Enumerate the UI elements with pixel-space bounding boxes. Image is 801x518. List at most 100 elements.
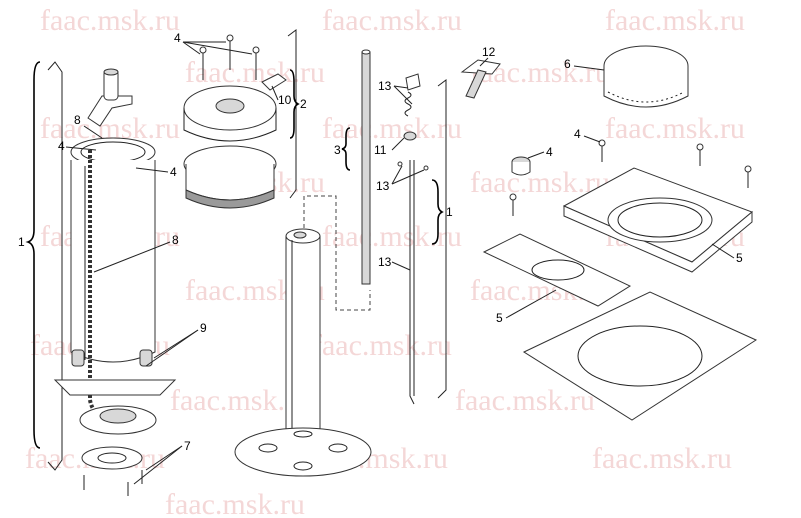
base-plate-cutout	[531, 259, 585, 281]
watermark: faac.msk.ru	[605, 4, 745, 37]
key-shaft	[465, 69, 487, 99]
leader-line	[133, 445, 183, 485]
watermark: faac.msk.ru	[455, 384, 595, 417]
stud-left	[71, 349, 85, 367]
centre-post-assembly	[234, 49, 447, 477]
brace-3	[341, 127, 351, 171]
head-lower-band	[185, 189, 275, 209]
pin	[423, 165, 429, 171]
head-top-disc-rim	[183, 108, 277, 142]
bolt-head	[744, 165, 752, 173]
spring-washer	[403, 131, 417, 141]
leader-line	[145, 445, 183, 471]
spring	[404, 91, 412, 117]
callout-4: 4	[546, 145, 553, 159]
base-housing-side	[563, 205, 753, 273]
cover-ring-side	[603, 66, 689, 108]
right-base-assembly	[460, 45, 758, 421]
watermark: faac.msk.ru	[322, 220, 462, 253]
base-housing-opening-inner	[617, 202, 703, 238]
pin	[397, 161, 403, 167]
callout-4: 4	[58, 139, 65, 153]
bolt-head	[509, 193, 517, 201]
leader-lines	[65, 41, 735, 485]
base-plate	[482, 233, 632, 307]
callout-labels: 1 1 2 3 4 4 4 4 4 5 5 6 7 8 8 9 10 11 12…	[18, 31, 743, 453]
rod	[361, 51, 371, 285]
screw-head	[226, 34, 234, 42]
callout-4: 4	[174, 31, 181, 45]
clip	[261, 73, 287, 91]
callout-11: 11	[374, 143, 387, 157]
break-line	[47, 61, 63, 471]
post-base-hole	[258, 443, 278, 453]
break-line	[287, 29, 297, 199]
base-gasket-inner	[97, 452, 127, 464]
top-bracket	[87, 95, 133, 127]
spring-rod	[409, 160, 415, 405]
base-flange-hole	[99, 408, 137, 424]
callout-13: 13	[378, 255, 392, 269]
leader-line	[135, 167, 169, 173]
callout-4: 4	[574, 127, 581, 141]
head-top-disc-center	[215, 98, 245, 114]
top-bracket-knob-cap	[103, 68, 119, 76]
screw-head	[252, 46, 260, 54]
bottom-plate	[53, 379, 177, 396]
base-housing-opening	[607, 197, 713, 243]
small-cap-body	[511, 162, 531, 176]
leader-line	[145, 329, 199, 367]
leader-line	[391, 137, 405, 151]
leader-line	[391, 169, 425, 185]
leader-line	[393, 85, 413, 105]
leader-line	[182, 41, 201, 55]
callout-5: 5	[736, 251, 743, 265]
bolt-head	[696, 143, 704, 151]
watermark: faac.msk.ru	[605, 112, 745, 145]
break-line	[437, 79, 447, 399]
post-base-disc	[234, 427, 372, 477]
leader-line	[583, 135, 601, 143]
watermark: faac.msk.ru	[322, 112, 462, 145]
callout-13: 13	[376, 179, 390, 193]
callout-5: 5	[496, 311, 503, 325]
bolt-head	[598, 139, 606, 147]
post-tube	[285, 236, 321, 443]
watermark: faac.msk.ru	[165, 488, 305, 518]
leader-line	[527, 151, 545, 159]
brace-2	[289, 69, 300, 139]
rod-top	[361, 49, 371, 55]
chain	[88, 150, 103, 418]
watermark: faac.msk.ru	[40, 4, 180, 37]
base-gasket	[81, 446, 143, 470]
watermark: faac.msk.ru	[322, 4, 462, 37]
leader-line	[479, 57, 489, 67]
head-assembly	[183, 29, 300, 209]
callout-9: 9	[200, 321, 207, 335]
leader-line	[65, 146, 97, 151]
watermark: faac.msk.ru	[312, 329, 452, 362]
callout-8: 8	[172, 233, 179, 247]
leader-line	[393, 85, 409, 89]
callout-7: 7	[184, 439, 191, 453]
callout-12: 12	[482, 45, 496, 59]
post-base-hole	[328, 443, 348, 453]
callout-10: 10	[278, 93, 292, 107]
callout-1: 1	[18, 235, 25, 249]
leader-line	[391, 165, 403, 185]
leader-line	[391, 261, 411, 271]
cover-ring-ribs	[607, 91, 685, 103]
post-base-hole	[293, 461, 313, 471]
callout-13: 13	[378, 79, 392, 93]
watermark: faac.msk.ru	[592, 442, 732, 475]
callout-3: 3	[334, 143, 341, 157]
callout-6: 6	[564, 57, 571, 71]
callout-4: 4	[170, 165, 177, 179]
screw-head	[199, 46, 207, 54]
callout-1: 1	[446, 205, 453, 219]
left-column-assembly	[25, 61, 177, 496]
callout-2: 2	[300, 97, 307, 111]
brace-left	[25, 61, 41, 449]
callout-8: 8	[74, 113, 81, 127]
